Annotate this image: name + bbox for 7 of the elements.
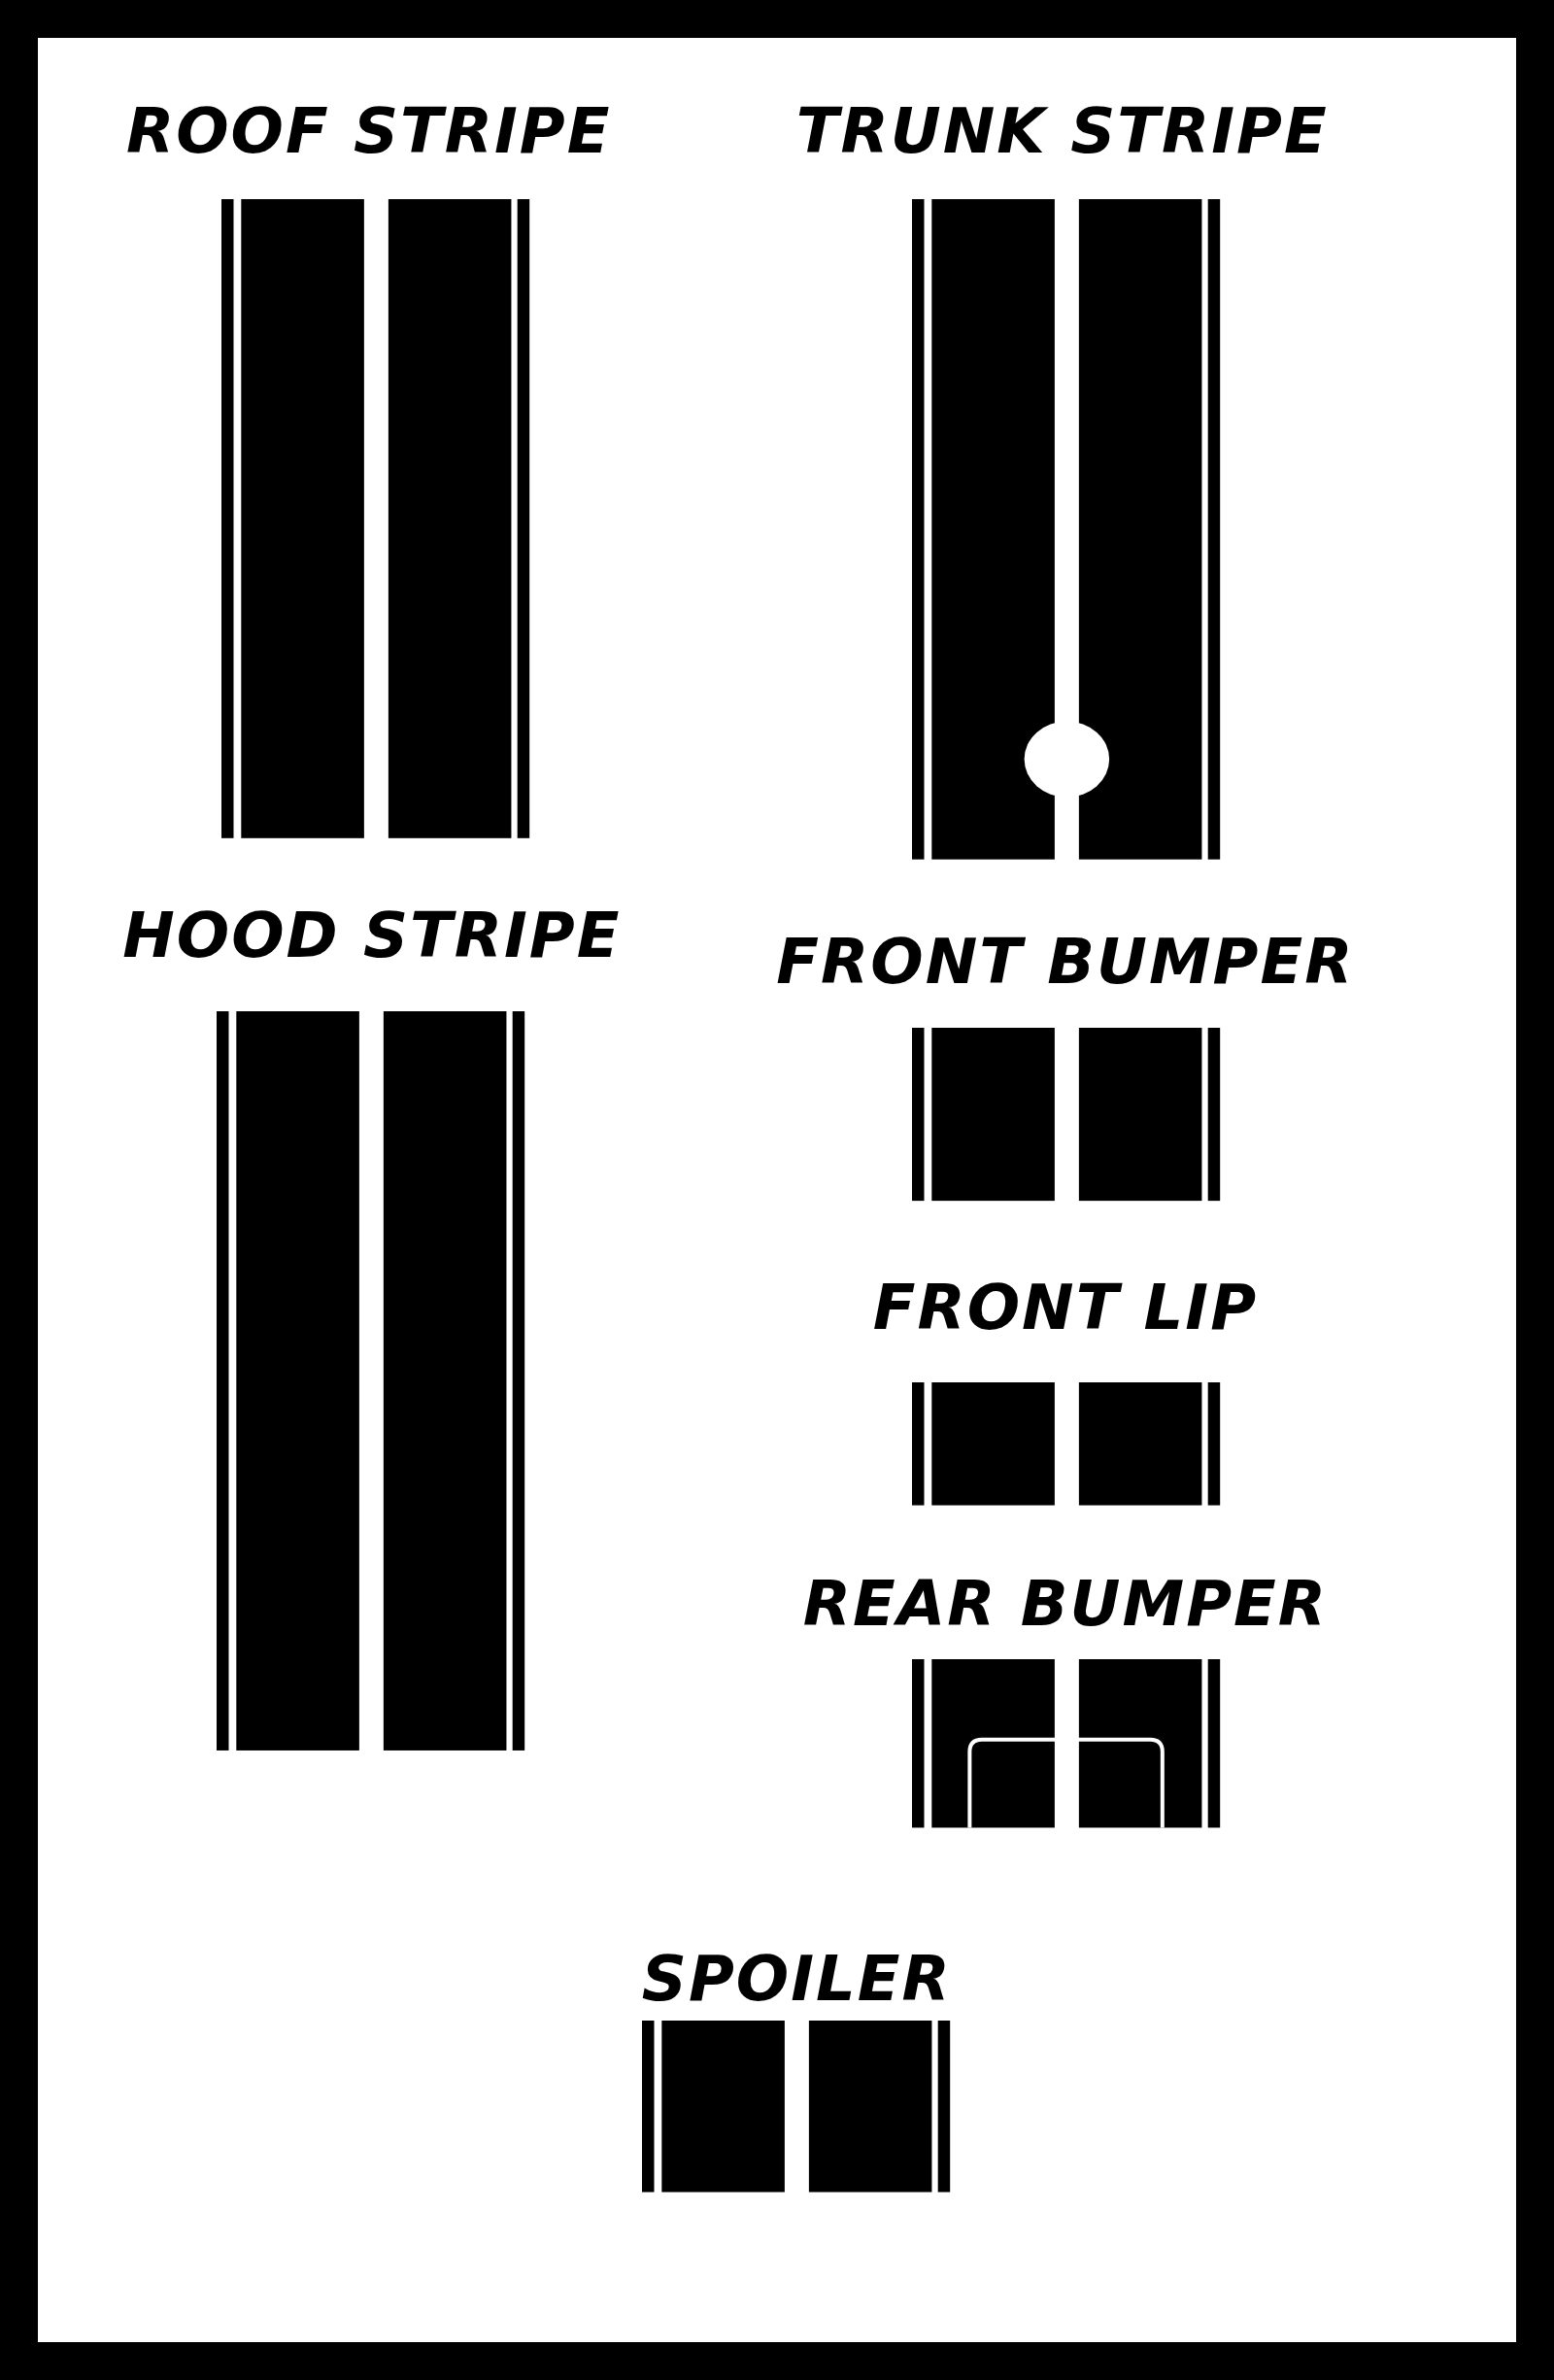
section-title: FRONT LIP	[872, 1276, 1259, 1340]
section-title: HOOD STRIPE	[122, 904, 622, 968]
section-title: REAR BUMPER	[802, 1572, 1329, 1635]
section-title: TRUNK STRIPE	[795, 100, 1329, 163]
section-title: FRONT BUMPER	[776, 930, 1355, 993]
section-title: SPOILER	[641, 1947, 952, 2010]
section-title: ROOF STRIPE	[125, 100, 612, 163]
